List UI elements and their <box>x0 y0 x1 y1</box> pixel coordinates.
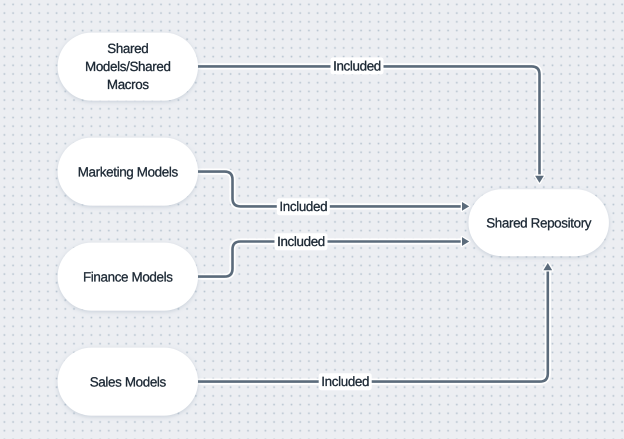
svg-text:Shared: Shared <box>107 41 148 56</box>
svg-text:Shared Repository: Shared Repository <box>486 215 592 230</box>
svg-text:Finance Models: Finance Models <box>83 269 173 284</box>
svg-text:Models/Shared: Models/Shared <box>85 59 171 74</box>
svg-text:Included: Included <box>333 58 381 73</box>
svg-text:Macros: Macros <box>107 77 149 92</box>
svg-text:Included: Included <box>279 199 327 214</box>
svg-text:Included: Included <box>321 374 369 389</box>
svg-text:Marketing Models: Marketing Models <box>78 164 179 179</box>
svg-text:Sales Models: Sales Models <box>90 374 167 389</box>
svg-text:Included: Included <box>277 234 325 249</box>
